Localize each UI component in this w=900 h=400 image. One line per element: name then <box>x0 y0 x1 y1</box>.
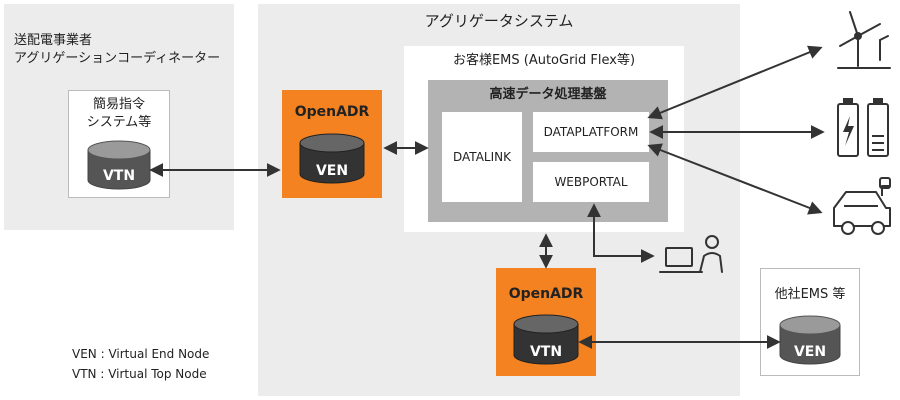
other-ven-database-icon: VEN <box>779 315 841 365</box>
vtn-database-icon: VTN <box>87 140 151 190</box>
ven-database-icon: VEN <box>299 133 365 184</box>
utility-title-line1: 送配電事業者 <box>14 33 93 48</box>
utility-title-line2: アグリゲーションコーディネーター <box>14 51 221 66</box>
platform-title: 高速データ処理基盤 <box>489 87 607 102</box>
datalink-box: DATALINK <box>442 112 522 202</box>
wind-turbine-icon <box>837 11 891 69</box>
utility-system-line2: システム等 <box>86 115 152 130</box>
utility-cylinder-label: VTN <box>103 168 135 184</box>
arrow-platform-car <box>647 143 823 215</box>
openadr-ven-title: OpenADR <box>294 104 370 120</box>
electric-car-icon <box>833 177 891 235</box>
openadr-ven-cylinder-label: VEN <box>316 163 348 179</box>
legend-vtn: VTN : Virtual Top Node <box>72 367 207 381</box>
dataplatform-box: DATAPLATFORM <box>533 112 649 152</box>
vtn-bottom-database-icon: VTN <box>513 314 579 365</box>
battery-icon <box>837 98 889 157</box>
aggregator-title: アグリゲータシステム <box>424 12 574 30</box>
legend-ven: VEN : Virtual End Node <box>72 347 210 361</box>
utility-system-line1: 簡易指令 <box>92 97 145 112</box>
arrow-webportal-laptop <box>587 203 655 263</box>
arrow-platform-wind <box>647 45 823 120</box>
customer-ems-title: お客様EMS (AutoGrid Flex等) <box>452 53 636 68</box>
other-ems-cylinder-label: VEN <box>794 344 826 360</box>
webportal-box: WEBPORTAL <box>533 162 649 202</box>
other-ems-title: 他社EMS 等 <box>774 287 846 302</box>
openadr-vtn-cylinder-label: VTN <box>530 344 562 360</box>
openadr-vtn-title: OpenADR <box>508 286 584 302</box>
laptop-user-icon <box>659 235 723 273</box>
